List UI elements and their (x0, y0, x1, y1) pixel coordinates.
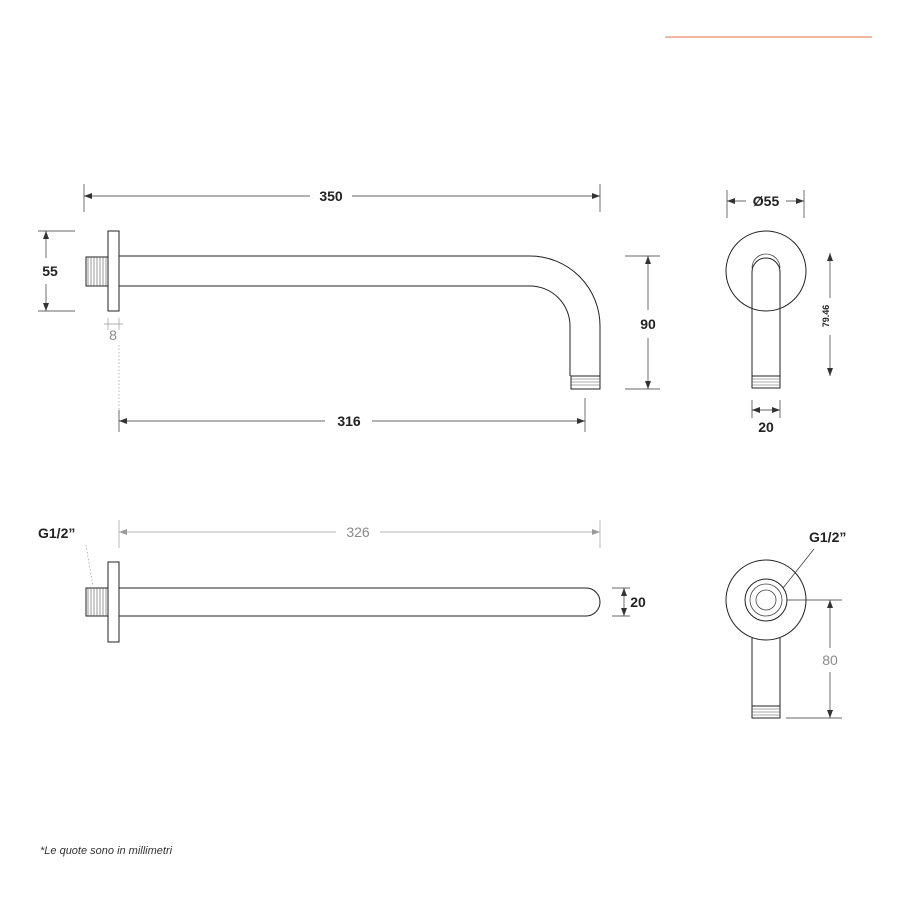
dim-side-diameter (726, 190, 805, 218)
front-bore-inner (749, 583, 783, 617)
dim-side-height-label: 79.46 (821, 305, 831, 328)
front-bore-core (755, 589, 777, 611)
thread-leader-right (782, 548, 815, 589)
dim-side-diameter-label: Ø55 (753, 193, 780, 209)
dim-pipe-diameter (751, 400, 781, 418)
footnote: *Le quote sono in millimetri (40, 845, 173, 857)
dim-top-length-label: 326 (346, 524, 370, 540)
end-flange-circle (725, 230, 807, 312)
dim-overall-length (83, 184, 601, 212)
dim-flange-diameter-label: 55 (42, 263, 58, 279)
dim-overall-length-label: 350 (319, 188, 343, 204)
thread-leader-left (85, 544, 94, 587)
shower-arm-inner (119, 285, 571, 376)
dim-top-pipe-diameter-label: 20 (630, 594, 646, 610)
front-bore-outer (744, 578, 788, 622)
top-view: G1/2” 326 20 (38, 520, 646, 643)
top-arm (119, 587, 601, 617)
end-view: Ø55 79.46 20 (725, 190, 833, 435)
dim-flange-thickness-label: 8 (109, 327, 117, 343)
front-view: G1/2” 80 (725, 529, 846, 719)
shower-arm (119, 255, 601, 376)
dim-flange-diameter (38, 230, 75, 312)
dim-side-height (827, 253, 833, 376)
top-wall-thread-lines (87, 588, 107, 616)
top-flange (107, 561, 120, 643)
front-arm (751, 638, 781, 706)
dim-drop-height-label: 90 (640, 316, 656, 332)
wall-thread-lines (87, 257, 107, 286)
flange (107, 230, 120, 312)
outlet-thread (570, 375, 601, 390)
dim-front-height-label: 80 (822, 652, 838, 668)
dim-pipe-length (118, 398, 586, 432)
thread-label-right: G1/2” (809, 529, 846, 545)
end-outlet-thread-lines (752, 378, 780, 386)
dim-top-length (118, 520, 601, 548)
dim-top-pipe-diameter (612, 587, 630, 617)
dim-front-height (786, 599, 842, 719)
thread-label-left: G1/2” (38, 525, 75, 541)
end-arm-inner (751, 253, 781, 269)
dim-pipe-length-label: 316 (337, 413, 361, 429)
front-outlet-thread-lines (752, 708, 780, 716)
end-arm (751, 257, 781, 376)
dim-drop-height (625, 255, 660, 390)
side-view: 350 55 8 90 (38, 184, 660, 432)
dim-pipe-diameter-label: 20 (758, 419, 774, 435)
outlet-thread-lines (571, 378, 600, 386)
dim-flange-thickness (104, 318, 123, 330)
